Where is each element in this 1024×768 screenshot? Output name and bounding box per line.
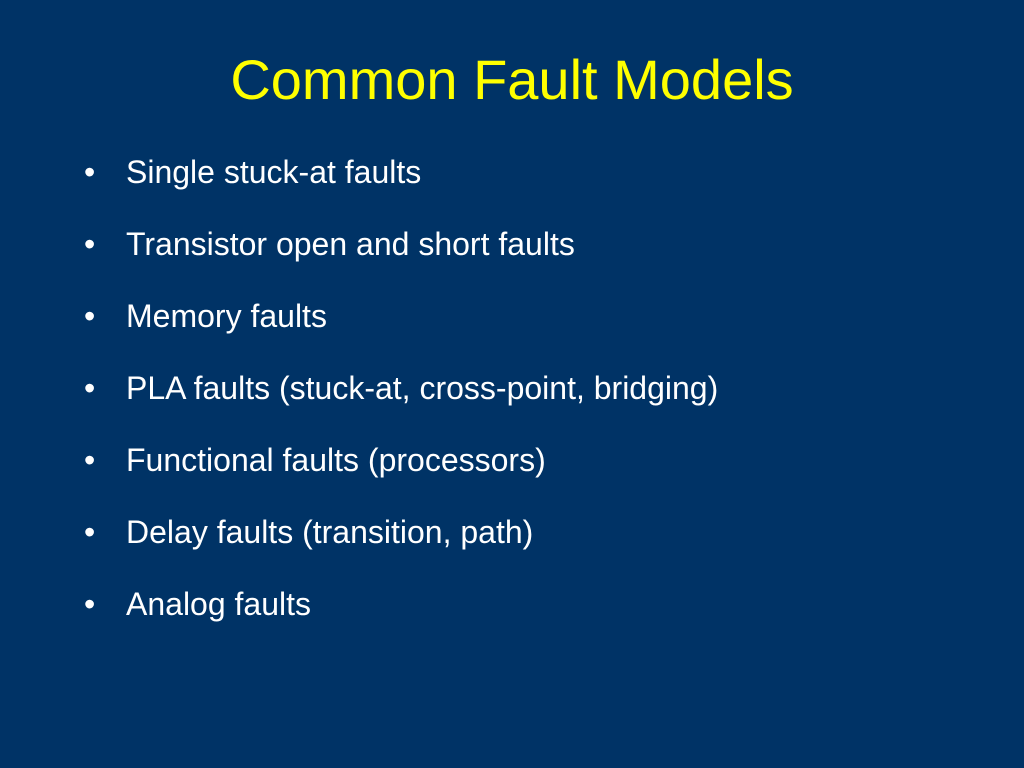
- slide-title: Common Fault Models: [230, 48, 794, 111]
- bullet-dot-icon: •: [84, 153, 96, 190]
- bullet-dot-icon: •: [84, 225, 96, 262]
- bullet-dot-icon: •: [84, 441, 96, 478]
- bullet-text: Single stuck-at faults: [126, 153, 422, 190]
- bullet-item: • Single stuck-at faults: [84, 136, 984, 208]
- bullet-item: • Memory faults: [84, 280, 984, 352]
- bullet-text: Functional faults (processors): [126, 441, 546, 478]
- bullet-item: • Functional faults (processors): [84, 424, 984, 496]
- bullet-dot-icon: •: [84, 297, 96, 334]
- bullet-dot-icon: •: [84, 585, 96, 622]
- bullet-text: PLA faults (stuck-at, cross-point, bridg…: [126, 369, 719, 406]
- bullet-dot-icon: •: [84, 369, 96, 406]
- bullet-item: • PLA faults (stuck-at, cross-point, bri…: [84, 352, 984, 424]
- bullet-item: • Transistor open and short faults: [84, 208, 984, 280]
- bullet-text: Memory faults: [126, 297, 327, 334]
- bullet-text: Analog faults: [126, 585, 312, 622]
- bullet-text: Delay faults (transition, path): [126, 513, 534, 550]
- bullet-text: Transistor open and short faults: [126, 225, 575, 262]
- bullet-dot-icon: •: [84, 513, 96, 550]
- bullet-list: • Single stuck-at faults • Transistor op…: [84, 136, 984, 640]
- bullet-item: • Delay faults (transition, path): [84, 496, 984, 568]
- bullet-item: • Analog faults: [84, 568, 984, 640]
